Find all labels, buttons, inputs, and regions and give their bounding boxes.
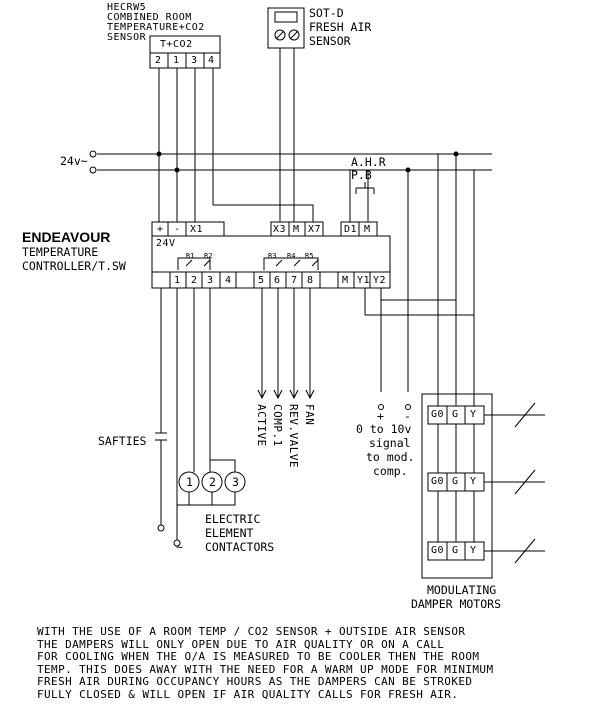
room-sensor-terminal: 1 (173, 55, 180, 66)
room-sensor-line3: SENSOR (107, 32, 147, 43)
room-sensor-terminal: 2 (155, 55, 162, 66)
contactors-line1: ELECTRIC (205, 512, 261, 526)
room-sensor-box (149, 35, 221, 69)
top-terminal: - (174, 224, 181, 235)
controller-name: ENDEAVOUR (22, 229, 111, 245)
motor-terminal: G (452, 476, 459, 487)
signal-line4: comp. (373, 464, 408, 478)
contactor-number: 3 (232, 475, 239, 489)
bottom-strip (151, 271, 391, 289)
relay-label: R3 (268, 252, 277, 260)
relay-label: R2 (204, 252, 213, 260)
fresh-air-sensor-model: SOT-D (309, 6, 344, 20)
controller-line1: TEMPERATURE (22, 245, 99, 259)
motors-label-line1: MODULATING (427, 583, 497, 597)
note-line: TEMP. THIS DOES AWAY WITH THE NEED FOR A… (37, 662, 494, 676)
bottom-terminal: Y1 (357, 275, 371, 286)
pb-label: P.B (351, 168, 372, 182)
top-terminal: M (293, 224, 300, 235)
room-sensor-terminal: 4 (208, 55, 215, 66)
note-line: THE DAMPERS WILL ONLY OPEN DUE TO AIR QU… (37, 637, 445, 651)
contactor-number: 1 (186, 475, 193, 489)
top-terminal: X1 (190, 224, 204, 235)
output-comp1-label: COMP.1 (271, 404, 284, 447)
motor-terminal: G0 (431, 545, 445, 556)
motor-terminal: G (452, 545, 459, 556)
supply-terminal-bottom (89, 166, 97, 174)
motor-terminal: G0 (431, 409, 445, 420)
top-terminal: + (157, 224, 164, 235)
bottom-terminal: 7 (291, 275, 298, 286)
note-line: FRESH AIR DURING OCCUPANCY HOURS AS THE … (37, 675, 473, 689)
bottom-terminal: M (342, 275, 349, 286)
note-line: WITH THE USE OF A ROOM TEMP / CO2 SENSOR… (37, 625, 466, 638)
top-terminal: M (364, 224, 371, 235)
signal-line2: signal (369, 436, 411, 450)
room-sensor-terminal: 3 (191, 55, 198, 66)
description-note: WITH THE USE OF A ROOM TEMP / CO2 SENSOR… (37, 625, 597, 702)
output-rev-valve-label: REV.VALVE (287, 404, 300, 469)
relay-label: R4 (287, 252, 296, 260)
signal-minus: - (404, 409, 411, 423)
bottom-terminal: 3 (207, 275, 214, 286)
fresh-air-sensor-line1: FRESH AIR (309, 20, 372, 34)
motor-terminal: Y (470, 545, 477, 556)
motors-label-line2: DAMPER MOTORS (411, 597, 502, 611)
relay-label: R1 (186, 252, 195, 260)
top-terminal: X7 (308, 224, 322, 235)
output-fan-label: FAN (303, 404, 316, 426)
motor-terminal: Y (470, 476, 477, 487)
fresh-air-sensor-box (267, 7, 305, 49)
motor-terminal: G0 (431, 476, 445, 487)
contactors-line2: ELEMENT (205, 526, 254, 540)
supply-marking: 24V (156, 238, 176, 249)
safeties-tilde: ~ (176, 540, 183, 554)
controller-line2: CONTROLLER/T.SW (22, 259, 126, 273)
ahr-label: A.H.R (351, 155, 386, 169)
bottom-terminal: 5 (258, 275, 265, 286)
fresh-air-sensor-line2: SENSOR (309, 34, 351, 48)
bottom-terminal: 8 (307, 275, 314, 286)
top-terminal: D1 (344, 224, 358, 235)
room-sensor-line2: TEMPERATURE+CO2 (107, 22, 205, 33)
supply-terminal-top (89, 150, 97, 158)
room-sensor-box-label: T+CO2 (160, 39, 193, 50)
signal-line3: to mod. (366, 450, 415, 464)
bottom-terminal: 1 (174, 275, 181, 286)
room-sensor-model: HECRW5 (107, 2, 147, 13)
supply-label: 24v~ (60, 154, 88, 168)
signal-plus: + (377, 409, 384, 423)
contactor-number: 2 (209, 475, 216, 489)
top-terminal: X3 (273, 224, 287, 235)
bottom-terminal: 6 (274, 275, 281, 286)
relay-label: R5 (305, 252, 314, 260)
contactors-line3: CONTACTORS (205, 540, 275, 554)
room-sensor-line1: COMBINED ROOM (107, 12, 192, 23)
note-line: FULLY CLOSED & WILL OPEN IF AIR QUALITY … (37, 687, 459, 701)
safeties-label: SAFTIES (98, 434, 147, 448)
bottom-terminal: 2 (191, 275, 198, 286)
signal-line1: 0 to 10v (356, 422, 412, 436)
motor-terminal: Y (470, 409, 477, 420)
bottom-terminal: 4 (225, 275, 232, 286)
output-active-label: ACTIVE (255, 404, 268, 447)
bottom-terminal: Y2 (373, 275, 387, 286)
note-line: FOR COOLING WHEN THE O/A IS MEASURED TO … (37, 650, 480, 664)
motor-terminal: G (452, 409, 459, 420)
